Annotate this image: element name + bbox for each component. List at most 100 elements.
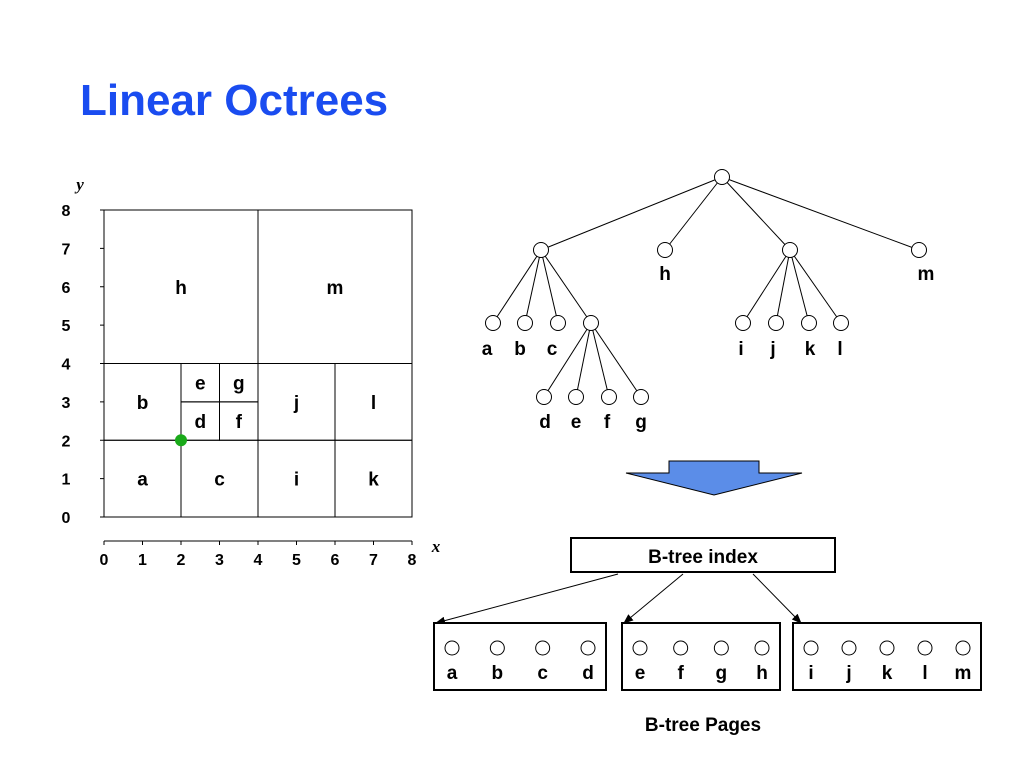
- octree: h m a b c i j k l d e f g: [482, 169, 935, 433]
- region-label-l: l: [371, 393, 376, 414]
- tree-leaf-h: [657, 242, 673, 258]
- region-label-a: a: [137, 470, 148, 491]
- tree-label-c: c: [547, 339, 558, 360]
- y-tick-label: 7: [62, 241, 71, 258]
- btree-index: B-tree index: [570, 537, 836, 573]
- page-key-f: f: [678, 663, 685, 684]
- x-tick-label: 2: [177, 552, 186, 569]
- page-key-m: m: [955, 663, 972, 684]
- y-tick-label: 5: [62, 318, 71, 335]
- region-label-g: g: [233, 374, 245, 395]
- tree-edges: [492, 176, 920, 398]
- tree-leaf-j: [768, 315, 784, 331]
- region-label-k: k: [368, 470, 379, 491]
- page-node-i: [803, 640, 819, 656]
- tree-leaf-g: [633, 389, 649, 405]
- page-node-e: [632, 640, 648, 656]
- btree-page-box: [433, 622, 607, 691]
- tree-leaf-i: [735, 315, 751, 331]
- tree-leaf-c: [550, 315, 566, 331]
- tree-label-i: i: [738, 339, 743, 360]
- page-node-d: [580, 640, 596, 656]
- page-node-k: [879, 640, 895, 656]
- tree-label-e: e: [571, 412, 582, 433]
- tree-label-l: l: [837, 339, 842, 360]
- x-tick-label: 3: [215, 552, 224, 569]
- pointer-arrow-2: [623, 573, 684, 624]
- y-tick-label: 4: [62, 357, 71, 374]
- pointer-arrow-1: [435, 573, 619, 625]
- region-label-b: b: [137, 393, 149, 414]
- btree-page-box: [621, 622, 781, 691]
- tree-leaf-b: [517, 315, 533, 331]
- page-key-b: b: [492, 663, 504, 684]
- tree-label-k: k: [805, 339, 816, 360]
- tree-leaf-a: [485, 315, 501, 331]
- region-label-c: c: [214, 470, 225, 491]
- x-tick-label: 5: [292, 552, 301, 569]
- region-label-f: f: [236, 412, 243, 433]
- down-arrow-icon: [625, 460, 803, 496]
- tree-label-b: b: [514, 339, 526, 360]
- tree-leaf-f: [601, 389, 617, 405]
- region-label-i: i: [294, 470, 299, 491]
- tree-label-j: j: [769, 339, 775, 360]
- tree-node-se: [782, 242, 798, 258]
- tree-node-nw: [533, 242, 549, 258]
- x-tick-label: 0: [100, 552, 109, 569]
- page-key-k: k: [882, 663, 893, 684]
- y-axis-label: y: [74, 175, 84, 194]
- page-key-e: e: [635, 663, 646, 684]
- page-node-b: [489, 640, 505, 656]
- page-node-c: [535, 640, 551, 656]
- page-key-d: d: [582, 663, 594, 684]
- tree-label-a: a: [482, 339, 493, 360]
- y-tick-label: 6: [62, 280, 71, 297]
- tree-leaf-l: [833, 315, 849, 331]
- region-label-j: j: [293, 393, 299, 414]
- tree-leaf-e: [568, 389, 584, 405]
- x-tick-label: 6: [331, 552, 340, 569]
- page-node-m: [955, 640, 971, 656]
- region-k: [334, 439, 413, 518]
- x-axis-ticks: 0 1 2 3 4 5 6 7 8: [100, 541, 417, 569]
- tree-node-inner: [583, 315, 599, 331]
- x-axis-label: x: [431, 537, 441, 556]
- tree-root-node: [714, 169, 730, 185]
- btree-page-2: e f g h: [621, 622, 781, 691]
- page-key-i: i: [808, 663, 813, 684]
- y-tick-label: 2: [62, 433, 71, 450]
- page-node-f: [673, 640, 689, 656]
- x-tick-label: 8: [408, 552, 417, 569]
- tree-leaf-k: [801, 315, 817, 331]
- page-node-j: [841, 640, 857, 656]
- btree-page-box: [792, 622, 982, 691]
- page-key-a: a: [447, 663, 458, 684]
- pointer-arrow-3: [752, 573, 802, 624]
- y-tick-label: 3: [62, 395, 71, 412]
- y-tick-label: 8: [62, 203, 71, 220]
- btree-index-label: B-tree index: [648, 547, 758, 568]
- x-tick-label: 1: [138, 552, 147, 569]
- tree-label-d: d: [539, 412, 551, 433]
- region-label-d: d: [194, 412, 206, 433]
- region-label-e: e: [195, 374, 206, 395]
- x-tick-label: 7: [369, 552, 378, 569]
- btree-index-box: [570, 537, 836, 573]
- page-key-g: g: [716, 663, 728, 684]
- region-label-h: h: [175, 278, 187, 299]
- page-key-h: h: [756, 663, 768, 684]
- page-key-j: j: [845, 663, 851, 684]
- tree-label-h: h: [659, 264, 671, 285]
- page-node-g: [713, 640, 729, 656]
- tree-label-m: m: [918, 264, 935, 285]
- x-tick-label: 4: [254, 552, 263, 569]
- tree-label-f: f: [604, 412, 611, 433]
- tree-label-g: g: [635, 412, 647, 433]
- y-tick-label: 0: [62, 510, 71, 527]
